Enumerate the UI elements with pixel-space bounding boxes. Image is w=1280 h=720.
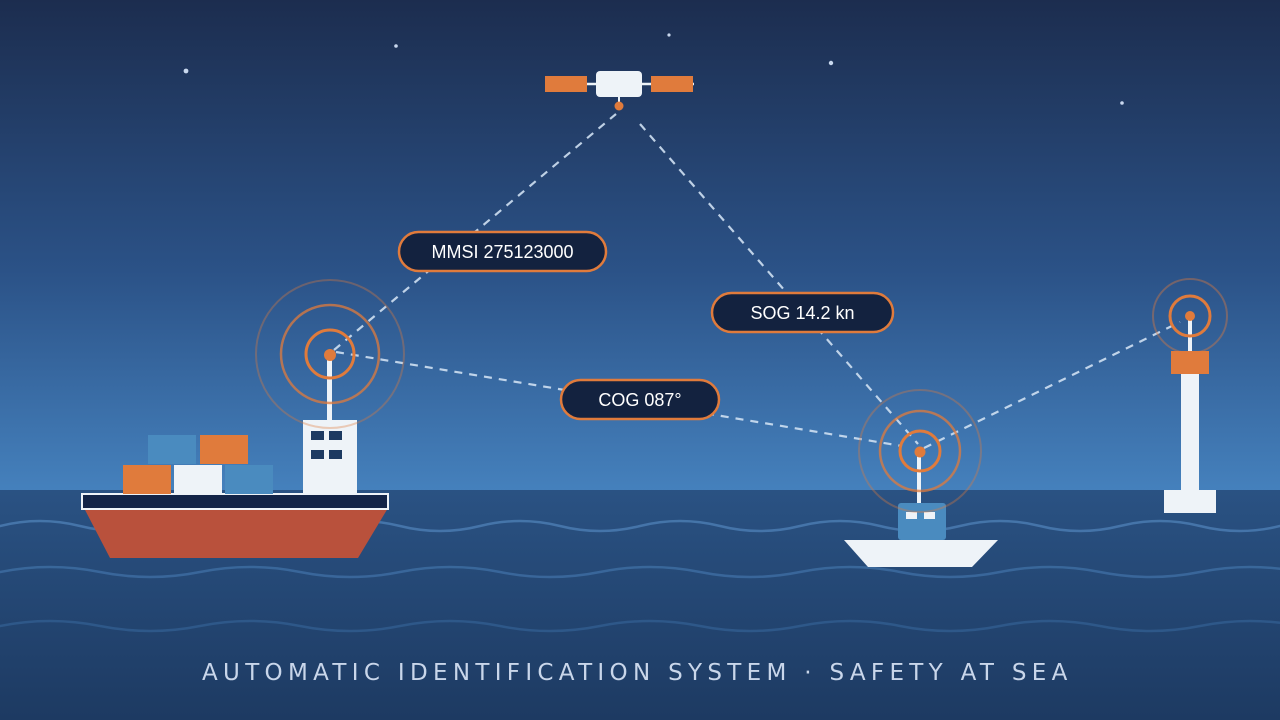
wave-ring <box>858 389 982 513</box>
bridge-window <box>329 450 342 459</box>
radio-waves-icon <box>255 279 405 429</box>
wave-ring <box>255 279 405 429</box>
star <box>1120 101 1124 105</box>
container <box>200 435 248 464</box>
cabin-window <box>924 512 935 519</box>
cargo-ship-icon <box>81 356 389 558</box>
tower-base <box>1164 490 1216 513</box>
ship-deck <box>81 493 389 510</box>
wave-ring <box>304 328 356 380</box>
ship-mast <box>327 356 332 420</box>
bridge-window <box>311 450 324 459</box>
wave-ring <box>1168 294 1212 338</box>
ship-transmitter <box>324 349 336 361</box>
boat-icon <box>844 454 998 567</box>
star <box>828 60 834 66</box>
mmsi-pill <box>397 230 608 273</box>
wave-ring <box>898 429 942 473</box>
mmsi-text: MMSI 275123000 <box>431 242 573 262</box>
stars <box>183 33 1124 105</box>
cog-label: COG 087° <box>559 378 721 421</box>
cog-text: COG 087° <box>598 390 681 410</box>
mmsi-label: MMSI 275123000 <box>397 230 608 273</box>
cog-pill <box>559 378 721 421</box>
satellite-body <box>596 71 642 97</box>
boat-hull <box>844 540 998 567</box>
radio-waves-icon <box>858 389 982 513</box>
sog-pill <box>710 291 895 334</box>
satellite-icon <box>545 71 694 111</box>
tower-band <box>1171 351 1209 374</box>
caption: AUTOMATIC IDENTIFICATION SYSTEM · SAFETY… <box>202 660 1072 686</box>
container <box>174 465 222 494</box>
tower-column <box>1181 374 1199 492</box>
wave-ring <box>878 409 962 493</box>
tower-transmitter <box>1185 311 1195 321</box>
container <box>123 465 171 494</box>
star <box>183 68 189 74</box>
boat-mast <box>917 454 921 503</box>
star <box>667 33 671 37</box>
wave-line <box>0 565 1280 579</box>
satellite-transmitter <box>614 101 624 111</box>
beacon-tower-icon <box>1164 318 1216 513</box>
sog-label: SOG 14.2 kn <box>710 291 895 334</box>
radio-waves-icon <box>1152 278 1228 354</box>
wave-line <box>0 619 1280 633</box>
container <box>225 465 273 494</box>
container <box>148 435 196 464</box>
sog-text: SOG 14.2 kn <box>750 303 854 323</box>
satellite-left-panel <box>545 76 587 92</box>
link-satellite-to-boat <box>639 123 919 445</box>
star <box>394 44 398 48</box>
bridge-window <box>311 431 324 440</box>
ship-hull <box>84 508 388 558</box>
bridge-window <box>329 431 342 440</box>
cabin-window <box>906 512 917 519</box>
link-boat-to-tower <box>923 321 1181 449</box>
wave-ring <box>279 303 381 405</box>
boat-transmitter <box>914 446 926 458</box>
satellite-right-panel <box>651 76 693 92</box>
wave-ring <box>1152 278 1228 354</box>
